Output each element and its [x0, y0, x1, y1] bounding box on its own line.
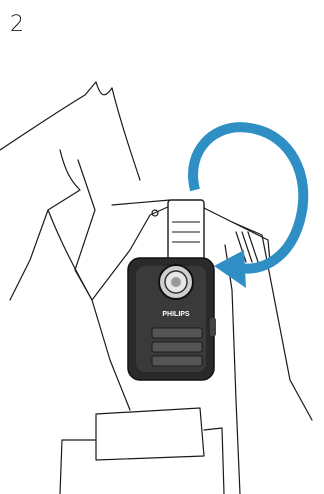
neck-outline	[96, 82, 112, 95]
shirt-edge-right	[232, 290, 240, 494]
collar-fold	[48, 210, 92, 300]
pocket-body	[60, 428, 224, 494]
pocket-flap	[96, 408, 204, 460]
collar-back	[112, 88, 140, 180]
shoulder-outline	[0, 82, 96, 150]
shirt-front	[92, 300, 130, 410]
body-camera-icon	[128, 200, 216, 380]
device-brand-label: PHILIPS	[162, 311, 190, 318]
collar-left	[10, 150, 80, 300]
